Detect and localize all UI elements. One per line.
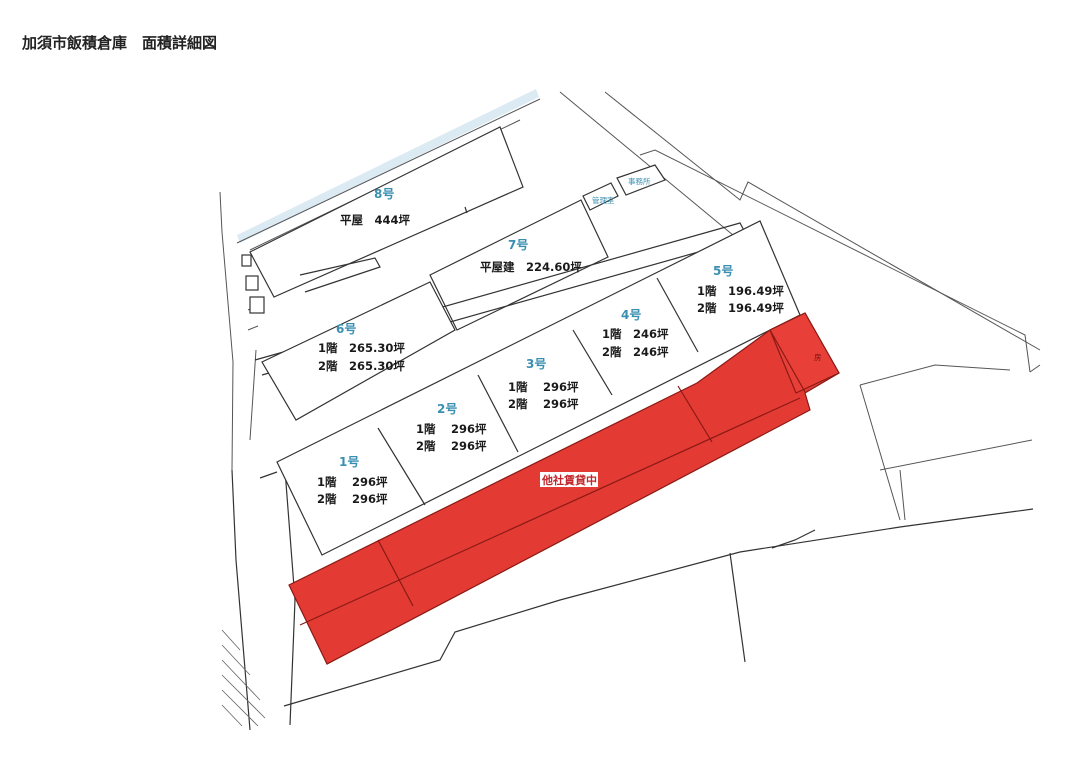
building-6: 6号 1階 265.30坪 2階 265.30坪 bbox=[261, 281, 456, 421]
building-1-number: 1号 bbox=[339, 454, 359, 469]
leased-area: 他社賃貸中 房 bbox=[288, 312, 840, 665]
building-8-area: 平屋 444坪 bbox=[340, 213, 411, 227]
canal-edge bbox=[236, 98, 541, 244]
building-4-area-1f: 1階 246坪 bbox=[602, 327, 669, 341]
building-2-number: 2号 bbox=[437, 401, 457, 416]
building-2-area-2f: 2階 296坪 bbox=[416, 439, 487, 453]
building-3: 3号 1階 296坪 2階 296坪 bbox=[508, 356, 579, 411]
building-5: 5号 1階 196.49坪 2階 196.49坪 bbox=[697, 263, 784, 315]
building-1-area-1f: 1階 296坪 bbox=[317, 475, 388, 489]
shed-1 bbox=[241, 254, 252, 267]
leased-label: 他社賃貸中 bbox=[541, 473, 597, 487]
building-2: 2号 1階 296坪 2階 296坪 bbox=[416, 401, 487, 453]
internal-road-2 bbox=[259, 471, 278, 479]
building-8-number: 8号 bbox=[374, 186, 394, 201]
svg-text:管理室: 管理室 bbox=[592, 195, 615, 205]
building-3-area-2f: 2階 296坪 bbox=[508, 397, 579, 411]
building-6-area-1f: 1階 265.30坪 bbox=[318, 341, 405, 355]
management-room: 管理室 bbox=[582, 182, 619, 211]
building-2-area-1f: 1階 296坪 bbox=[416, 422, 487, 436]
building-4-area-2f: 2階 246坪 bbox=[602, 345, 669, 359]
building-4: 4号 1階 246坪 2階 246坪 bbox=[602, 307, 669, 359]
svg-text:事務所: 事務所 bbox=[628, 176, 651, 186]
shed-3 bbox=[249, 296, 265, 314]
building-6-area-2f: 2階 265.30坪 bbox=[318, 359, 405, 373]
page-title: 加須市飯積倉庫 面積詳細図 bbox=[22, 34, 218, 52]
building-5-area-1f: 1階 196.49坪 bbox=[697, 284, 784, 298]
building-7-number: 7号 bbox=[508, 237, 528, 252]
hatched-area bbox=[221, 629, 266, 727]
office: 事務所 bbox=[616, 164, 666, 196]
building-3-area-1f: 1階 296坪 bbox=[508, 380, 579, 394]
building-1: 1号 1階 296坪 2階 296坪 bbox=[317, 454, 388, 506]
leased-corner-mark: 房 bbox=[814, 352, 822, 362]
building-4-number: 4号 bbox=[621, 307, 641, 322]
building-7-area: 平屋建 224.60坪 bbox=[480, 260, 582, 274]
building-6-number: 6号 bbox=[336, 321, 356, 336]
building-5-number: 5号 bbox=[713, 263, 733, 278]
shed-2 bbox=[245, 275, 259, 291]
building-5-area-2f: 2階 196.49坪 bbox=[697, 301, 784, 315]
building-8: 8号 平屋 444坪 bbox=[249, 126, 524, 298]
road-lines bbox=[219, 91, 1041, 731]
building-3-number: 3号 bbox=[526, 356, 546, 371]
building-1-area-2f: 2階 296坪 bbox=[317, 492, 388, 506]
canal bbox=[237, 89, 539, 243]
leased-label-box bbox=[540, 472, 598, 487]
